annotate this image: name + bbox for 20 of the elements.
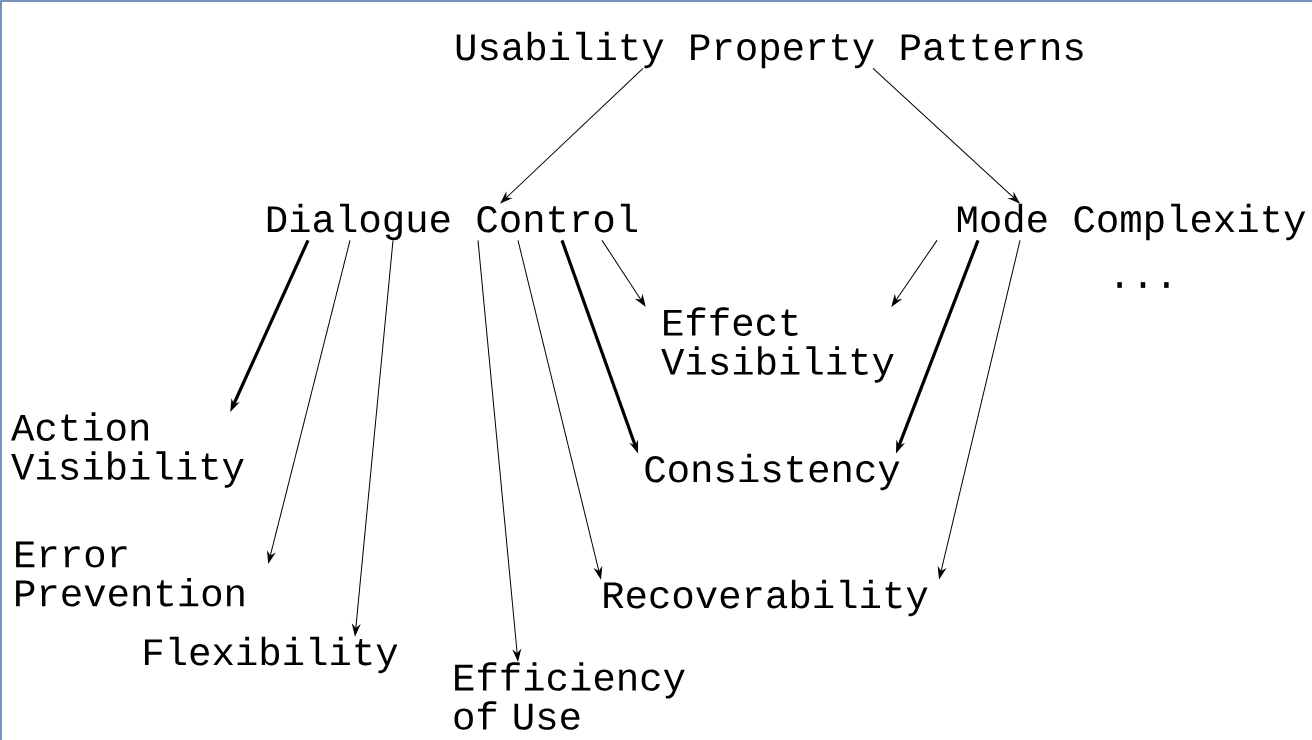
node-label: Action Visibility: [11, 412, 244, 488]
arrow: [267, 239, 351, 564]
arrow: [352, 239, 394, 636]
node-label: Dialogue Control: [267, 203, 637, 241]
node-label: Usability Property Patterns: [456, 31, 1083, 69]
arrow: [500, 67, 644, 204]
node-label: Effect Visibility: [661, 307, 894, 383]
node-label: Recoverability: [604, 579, 928, 617]
node-label: Efficiency of Use: [454, 662, 685, 730]
ellipsis-text: ...: [1117, 282, 1169, 288]
arrow: [601, 239, 646, 307]
arrow: [872, 67, 1020, 204]
arrow: [891, 239, 938, 307]
arrow: [477, 239, 521, 661]
arrow: [937, 239, 1021, 579]
node-label: Mode Complexity: [957, 203, 1306, 241]
node-label: Error Prevention: [16, 541, 244, 607]
node-label: Consistency: [645, 453, 900, 491]
node-label: Flexibility: [145, 636, 398, 674]
arrow: [517, 239, 603, 579]
